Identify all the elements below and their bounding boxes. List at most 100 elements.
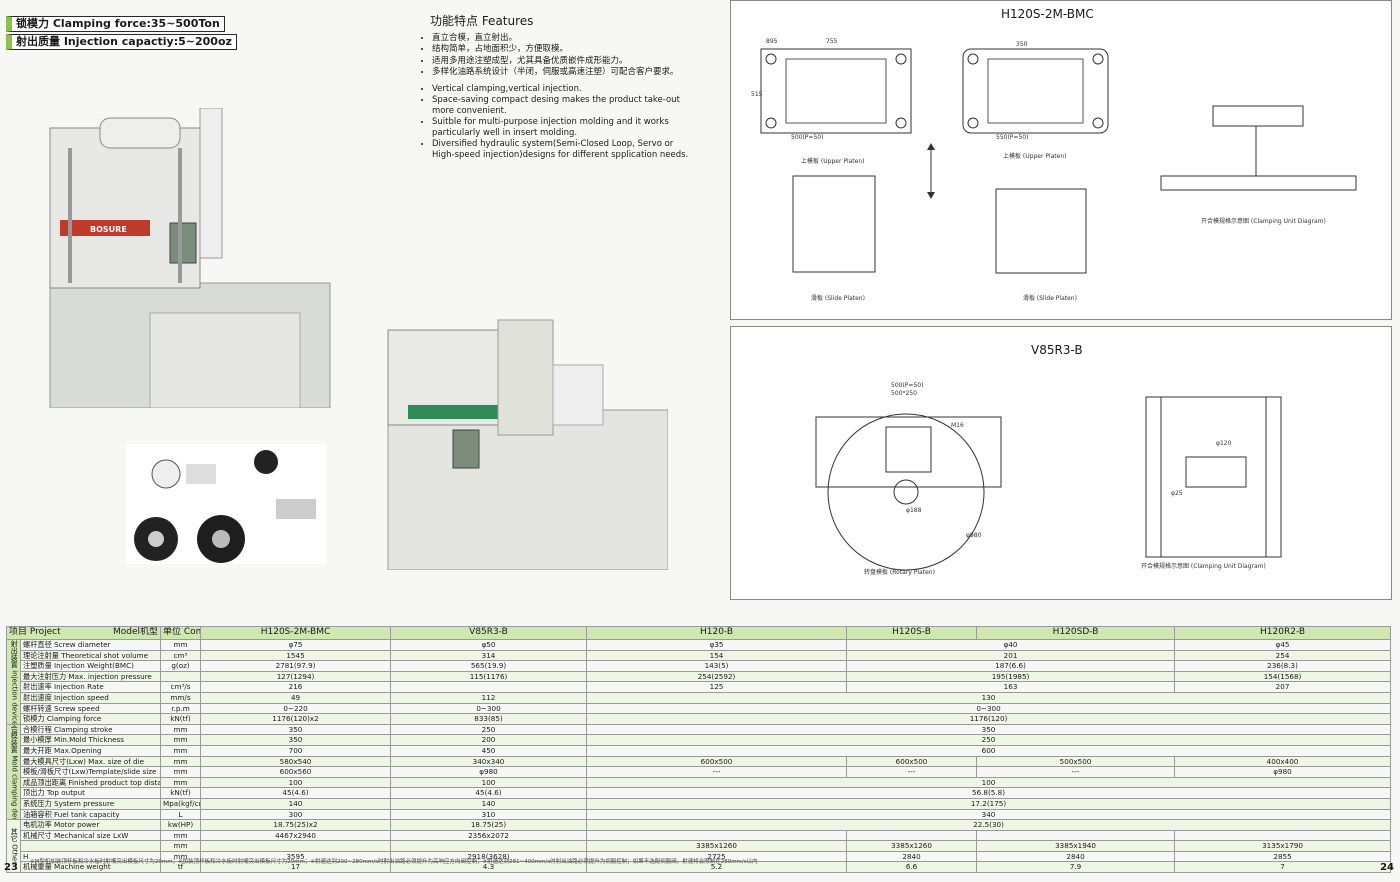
row-unit: cm³/s <box>160 681 202 693</box>
features-title: 功能特点 Features <box>430 14 534 28</box>
value-cell: 130 <box>586 691 1392 704</box>
value-cell: 140 <box>200 797 392 810</box>
row-label: 顶出力 Top output <box>19 787 162 799</box>
molded-parts-photo <box>126 444 326 564</box>
value-cell: 0~300 <box>586 702 1392 715</box>
dim-label: 515 <box>751 91 763 98</box>
clamping-unit-label: 开合模规格示意图 (Clamping Unit Diagram) <box>1201 218 1326 225</box>
dim-label: φ120 <box>1216 440 1232 447</box>
clamping-force-tag: 锁模力 Clamping force:35~500Ton <box>6 16 225 32</box>
diagram-title-bottom: V85R3-B <box>1031 343 1083 357</box>
value-cell: 2356x2072 <box>390 829 588 842</box>
value-cell: 45(4.6) <box>200 787 392 799</box>
value-cell: 565(19.9) <box>390 660 588 672</box>
value-cell: 200 <box>390 734 588 746</box>
row-label: 最大模具尺寸(Lxw) Max. size of die <box>19 755 162 768</box>
value-cell: 600 <box>586 744 1392 757</box>
value-cell: φ40 <box>846 639 1176 651</box>
value-cell: 350 <box>586 723 1392 736</box>
value-cell: 340x340 <box>390 755 588 768</box>
row-label: 射出速率 Injection Rate <box>19 681 162 693</box>
rotary-platen-label: 转盘模板 (Rotary Platen) <box>864 569 935 576</box>
value-cell: 2855 <box>1174 850 1392 863</box>
row-label: 螺杆转速 Screw speed <box>19 702 162 715</box>
value-cell: 216 <box>200 681 392 693</box>
value-cell: 187(6.6) <box>846 660 1176 672</box>
row-unit: Mpa(kgf/cm²) <box>160 797 202 810</box>
value-cell: 100 <box>390 776 588 789</box>
value-cell <box>390 681 588 693</box>
row-label: 系统压力 System pressure <box>19 797 162 810</box>
category-cell: 其它 Other <box>6 819 21 874</box>
value-cell: 350 <box>200 734 392 746</box>
value-cell: 700 <box>200 744 392 757</box>
header-model: H120S-2M-BMC <box>200 626 392 640</box>
row-label: 射出速度 Injection speed <box>19 691 162 704</box>
brand-label: BOSURE <box>90 225 127 234</box>
value-cell: 450 <box>390 744 588 757</box>
feature-cn-item: 适用多用途注塑成型，尤其具备优质嵌件成形能力。 <box>432 56 690 67</box>
platen-drawings-top: 895 755 515 500(P=50) 550(P=50) 350 <box>751 38 1357 274</box>
dim-label: 550(P=50) <box>996 134 1028 141</box>
features-en-list: Vertical clamping,vertical injection. Sp… <box>420 84 690 161</box>
row-label: 油箱容积 Fuel tank capacity <box>19 808 162 821</box>
value-cell: 254 <box>1174 649 1392 662</box>
row-label: 合模行程 Clamping stroke <box>19 723 162 736</box>
value-cell: 3135x1790 <box>1174 840 1392 852</box>
feature-cn-item: 多样化油路系统设计（半闭，伺服或高速注塑）可配合客户要求。 <box>432 67 690 78</box>
row-label: 机械尺寸 Mechanical size LxW <box>19 829 162 842</box>
dim-label: 500(P=50) <box>891 382 923 389</box>
dim-label: φ25 <box>1171 490 1183 497</box>
diagram-title-top: H120S-2M-BMC <box>1001 7 1094 21</box>
rotary-drawings: 500(P=50) 500*250 M16 φ188 φ980 φ120 φ25 <box>815 382 1282 571</box>
value-cell: 340 <box>586 808 1392 821</box>
value-cell: 5.2 <box>586 861 848 874</box>
value-cell: 56.8(5.8) <box>586 787 1392 799</box>
value-cell <box>1174 829 1392 842</box>
feature-cn-item: 直立合模，直立射出。 <box>432 33 690 44</box>
value-cell: 18.75(25) <box>390 819 588 831</box>
value-cell: --- <box>586 766 848 778</box>
value-cell: 7.9 <box>976 861 1176 874</box>
value-cell: 18.75(25)x2 <box>200 819 392 831</box>
value-cell: 350 <box>200 723 392 736</box>
value-cell: φ50 <box>390 639 588 651</box>
footnote: ※M型机加装顶杆板和冷水板时射嘴突出模板尺寸为20mm；※加装顶杆板和冷水板时射… <box>30 859 758 865</box>
value-cell: 300 <box>200 808 392 821</box>
value-cell: 2781(97.9) <box>200 660 392 672</box>
value-cell: 100 <box>200 776 392 789</box>
value-cell: 600x560 <box>200 766 392 778</box>
value-cell: φ35 <box>586 639 848 651</box>
header-model: H120SD-B <box>976 626 1176 640</box>
value-cell: 1176(120) <box>586 713 1392 725</box>
value-cell: 125 <box>586 681 848 693</box>
dim-label: 895 <box>766 38 778 45</box>
injection-capacity-tag: 射出质量 Injection capactiy:5~200oz <box>6 34 237 50</box>
page-number-left: 23 <box>4 862 18 873</box>
table-row: 注塑质量 Injection Weight(BMC)g(oz)2781(97.9… <box>7 660 1392 672</box>
value-cell: 22.5(30) <box>586 819 1392 831</box>
value-cell: 0~220 <box>200 702 392 715</box>
machine-photo-rotary <box>368 310 668 570</box>
value-cell: 17.2(175) <box>586 797 1392 810</box>
value-cell: 314 <box>390 649 588 662</box>
value-cell: 112 <box>390 691 588 704</box>
category-cell: 射出装置 injection device <box>6 639 21 725</box>
value-cell: φ980 <box>1174 766 1392 778</box>
header-model: H120S-B <box>846 626 978 640</box>
row-label: 最大注射压力 Max. injection pressure <box>19 670 162 683</box>
value-cell: 2840 <box>976 850 1176 863</box>
value-cell: 250 <box>390 723 588 736</box>
